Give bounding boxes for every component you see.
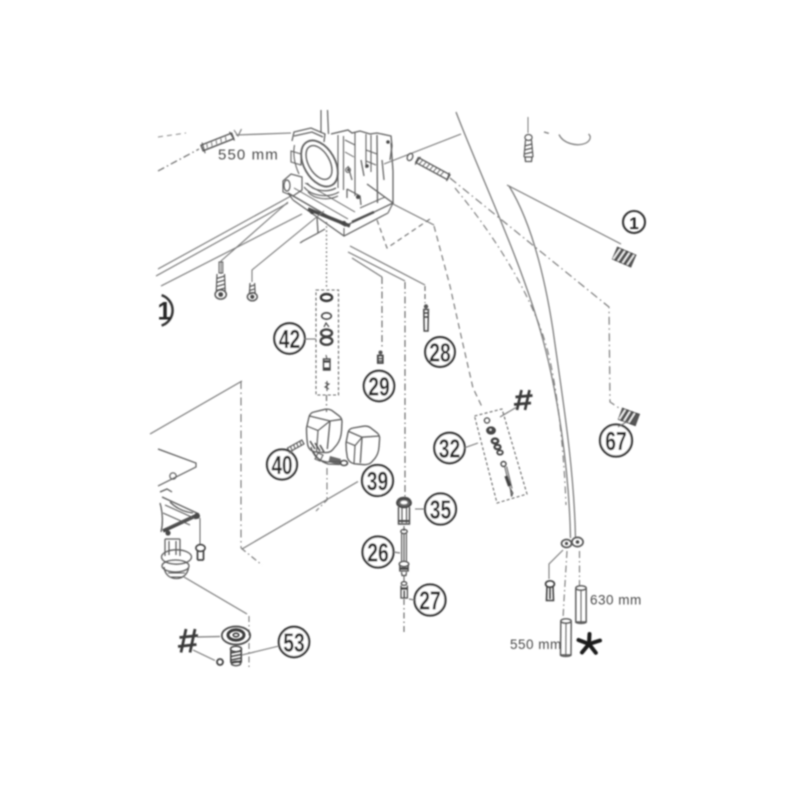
svg-text:1: 1 [158, 298, 172, 326]
svg-text:28: 28 [429, 338, 451, 368]
svg-text:35: 35 [430, 495, 452, 525]
svg-text:550 mm: 550 mm [218, 147, 279, 164]
svg-text:67: 67 [605, 426, 627, 456]
svg-text:27: 27 [419, 586, 441, 616]
svg-text:26: 26 [367, 538, 389, 568]
svg-text:29: 29 [368, 372, 390, 402]
svg-text:32: 32 [439, 434, 461, 464]
svg-text:42: 42 [279, 324, 301, 354]
svg-text:53: 53 [283, 628, 305, 658]
svg-text:40: 40 [272, 450, 293, 480]
svg-text:1: 1 [629, 214, 638, 233]
svg-text:550 mm: 550 mm [510, 637, 562, 652]
svg-text:630 mm: 630 mm [590, 593, 642, 608]
svg-text:39: 39 [367, 466, 389, 496]
